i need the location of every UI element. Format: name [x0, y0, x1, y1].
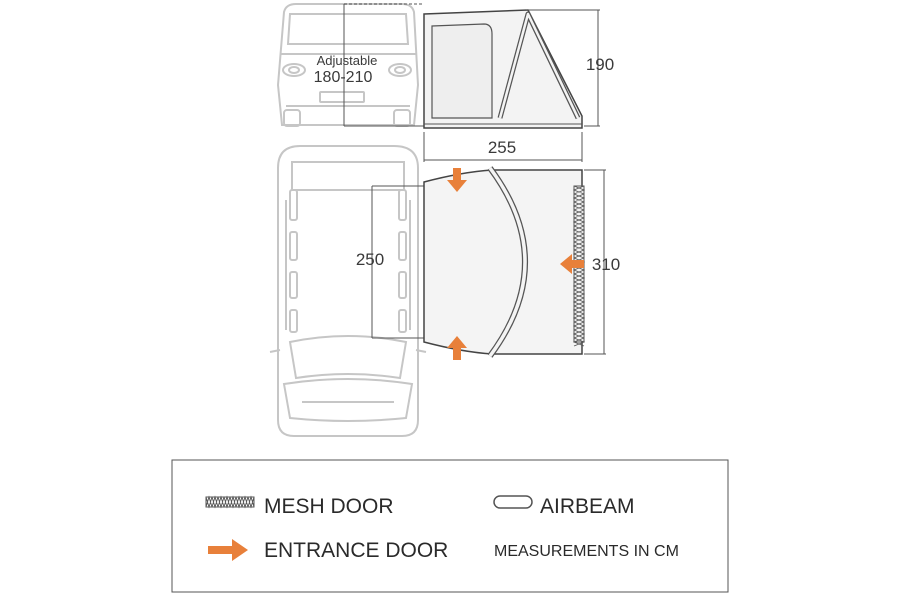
awning-width-value: 310: [592, 255, 620, 274]
adjustable-value: 180-210: [314, 69, 373, 86]
entrance-arrow-icon: [447, 336, 467, 360]
entrance-arrow-icon: [208, 539, 248, 561]
height-value: 190: [586, 55, 614, 74]
adjustable-label: Adjustable: [317, 53, 378, 68]
entrance-door-label: ENTRANCE DOOR: [264, 539, 448, 562]
van-top-icon: [269, 145, 427, 437]
depth-dimension-line: [423, 132, 583, 162]
height-dimension-line: [526, 9, 600, 127]
units-note: MEASUREMENTS IN CM: [494, 543, 679, 560]
airbeam-label: AIRBEAM: [540, 495, 635, 518]
depth-value: 255: [488, 138, 516, 157]
van-length-value: 250: [356, 250, 384, 269]
entrance-arrow-icon: [560, 254, 584, 274]
adjustable-height-bracket: [343, 3, 424, 127]
awning-width-dimension-line: [584, 169, 606, 355]
airbeam-arc: [487, 166, 528, 358]
airbeam-icon: [493, 495, 533, 509]
van-length-bracket: [371, 185, 424, 339]
legend-box: [171, 459, 729, 593]
mesh-door-icon: [205, 495, 255, 509]
mesh-door-label: MESH DOOR: [264, 495, 394, 518]
awning-top-view: [423, 166, 586, 358]
entrance-arrow-icon: [447, 168, 467, 192]
awning-side-profile: [423, 9, 583, 129]
